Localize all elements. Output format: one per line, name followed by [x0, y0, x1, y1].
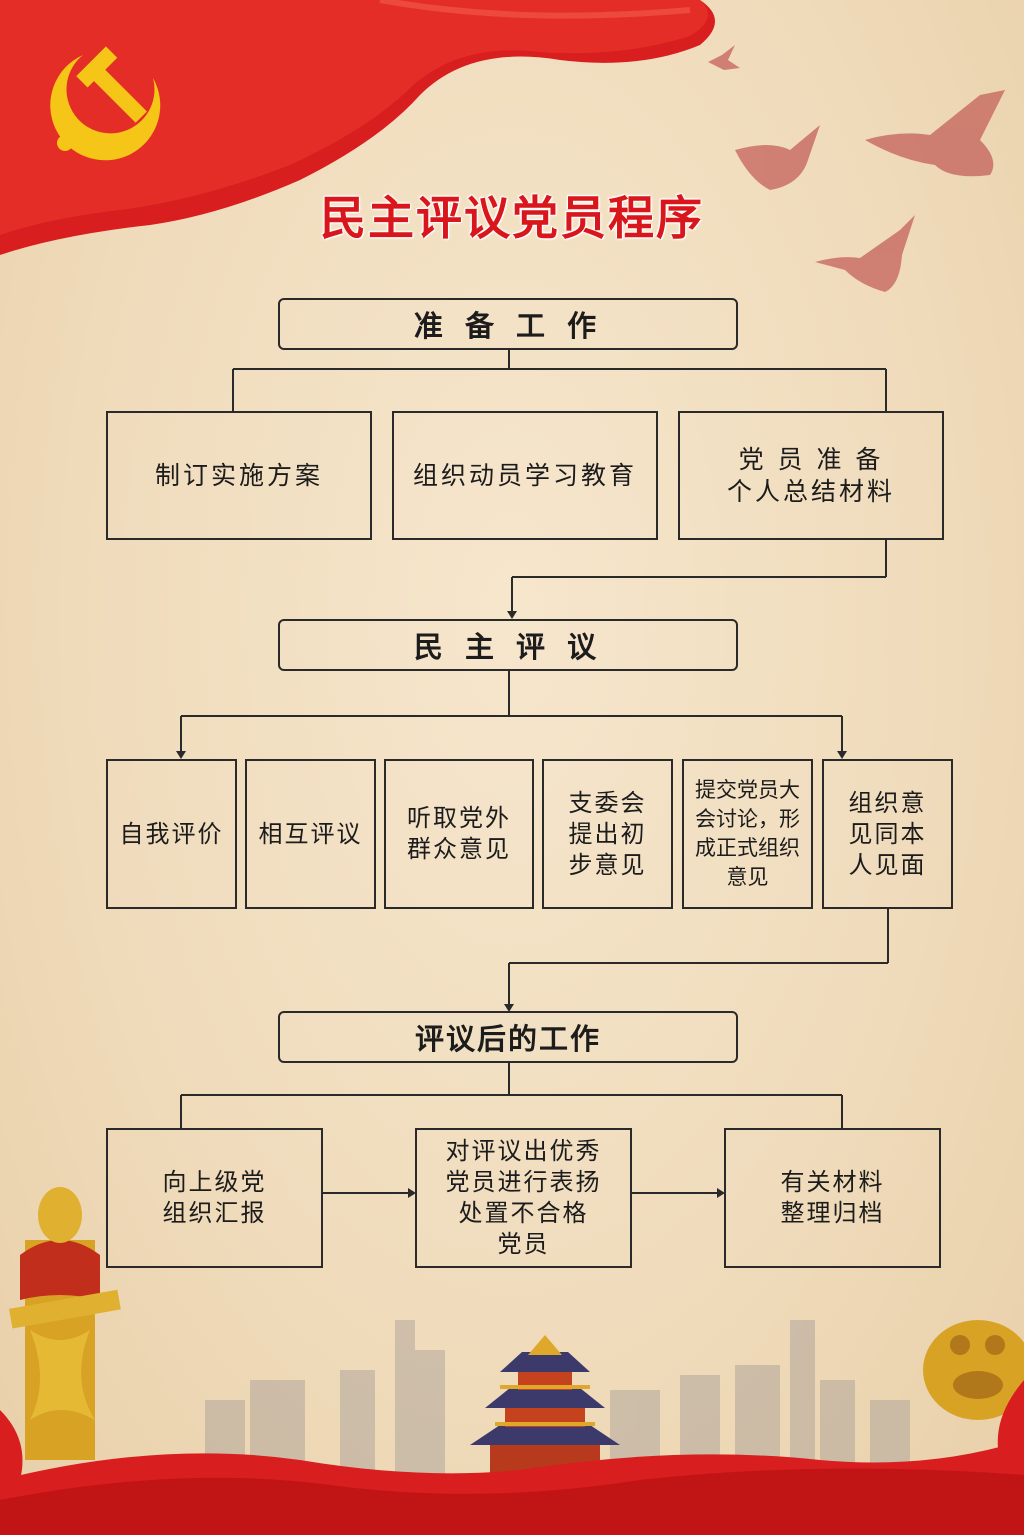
- step-box-meet-in-person: 组织意 见同本 人见面: [822, 759, 953, 909]
- step-label: 组织动员学习教育: [412, 460, 637, 490]
- doves: [708, 45, 1005, 292]
- stage-header-democratic-review: 民 主 评 议: [278, 619, 738, 671]
- step-label: 有关材料 整理归档: [780, 1168, 885, 1227]
- step-box-general-meeting: 提交党员大 会讨论，形 成正式组织 意见: [682, 759, 813, 909]
- step-label: 支委会 提出初 步意见: [568, 788, 647, 879]
- step-label: 听取党外 群众意见: [407, 804, 511, 863]
- city-skyline: [205, 1320, 910, 1480]
- step-box-report-upward: 向上级党 组织汇报: [106, 1128, 323, 1268]
- step-label: 党 员 准 备 个人总结材料: [726, 444, 895, 506]
- step-box-plan: 制订实施方案: [106, 411, 372, 540]
- step-label: 制订实施方案: [154, 460, 323, 490]
- step-box-mobilize: 组织动员学习教育: [392, 411, 658, 540]
- step-label: 提交党员大 会讨论，形 成正式组织 意见: [695, 778, 800, 889]
- step-label: 组织意 见同本 人见面: [848, 788, 927, 879]
- huabiao-pillar: [9, 1187, 121, 1460]
- step-box-branch-committee: 支委会 提出初 步意见: [542, 759, 673, 909]
- step-label: 相互评议: [258, 819, 363, 848]
- stage-header-preparation: 准 备 工 作: [278, 298, 738, 350]
- step-box-commend-and-handle: 对评议出优秀 党员进行表扬 处置不合格 党员: [415, 1128, 632, 1268]
- page-title: 民主评议党员程序: [320, 191, 704, 245]
- stage-label: 评议后的工作: [414, 1022, 601, 1056]
- step-box-mutual-review: 相互评议: [245, 759, 376, 909]
- stone-lion: [923, 1320, 1024, 1420]
- step-label: 对评议出优秀 党员进行表扬 处置不合格 党员: [445, 1137, 602, 1258]
- party-emblem-icon: [50, 46, 161, 161]
- step-label: 向上级党 组织汇报: [162, 1168, 267, 1227]
- step-box-self-summary: 党 员 准 备 个人总结材料: [678, 411, 944, 540]
- stage-header-follow-up: 评议后的工作: [278, 1011, 738, 1063]
- step-box-archive-materials: 有关材料 整理归档: [724, 1128, 941, 1268]
- step-box-self-evaluation: 自我评价: [106, 759, 237, 909]
- temple-of-heaven: [470, 1335, 620, 1485]
- stage-label: 准 备 工 作: [413, 309, 603, 343]
- step-box-public-opinion: 听取党外 群众意见: [384, 759, 534, 909]
- stage-label: 民 主 评 议: [413, 630, 603, 664]
- step-label: 自我评价: [119, 819, 224, 848]
